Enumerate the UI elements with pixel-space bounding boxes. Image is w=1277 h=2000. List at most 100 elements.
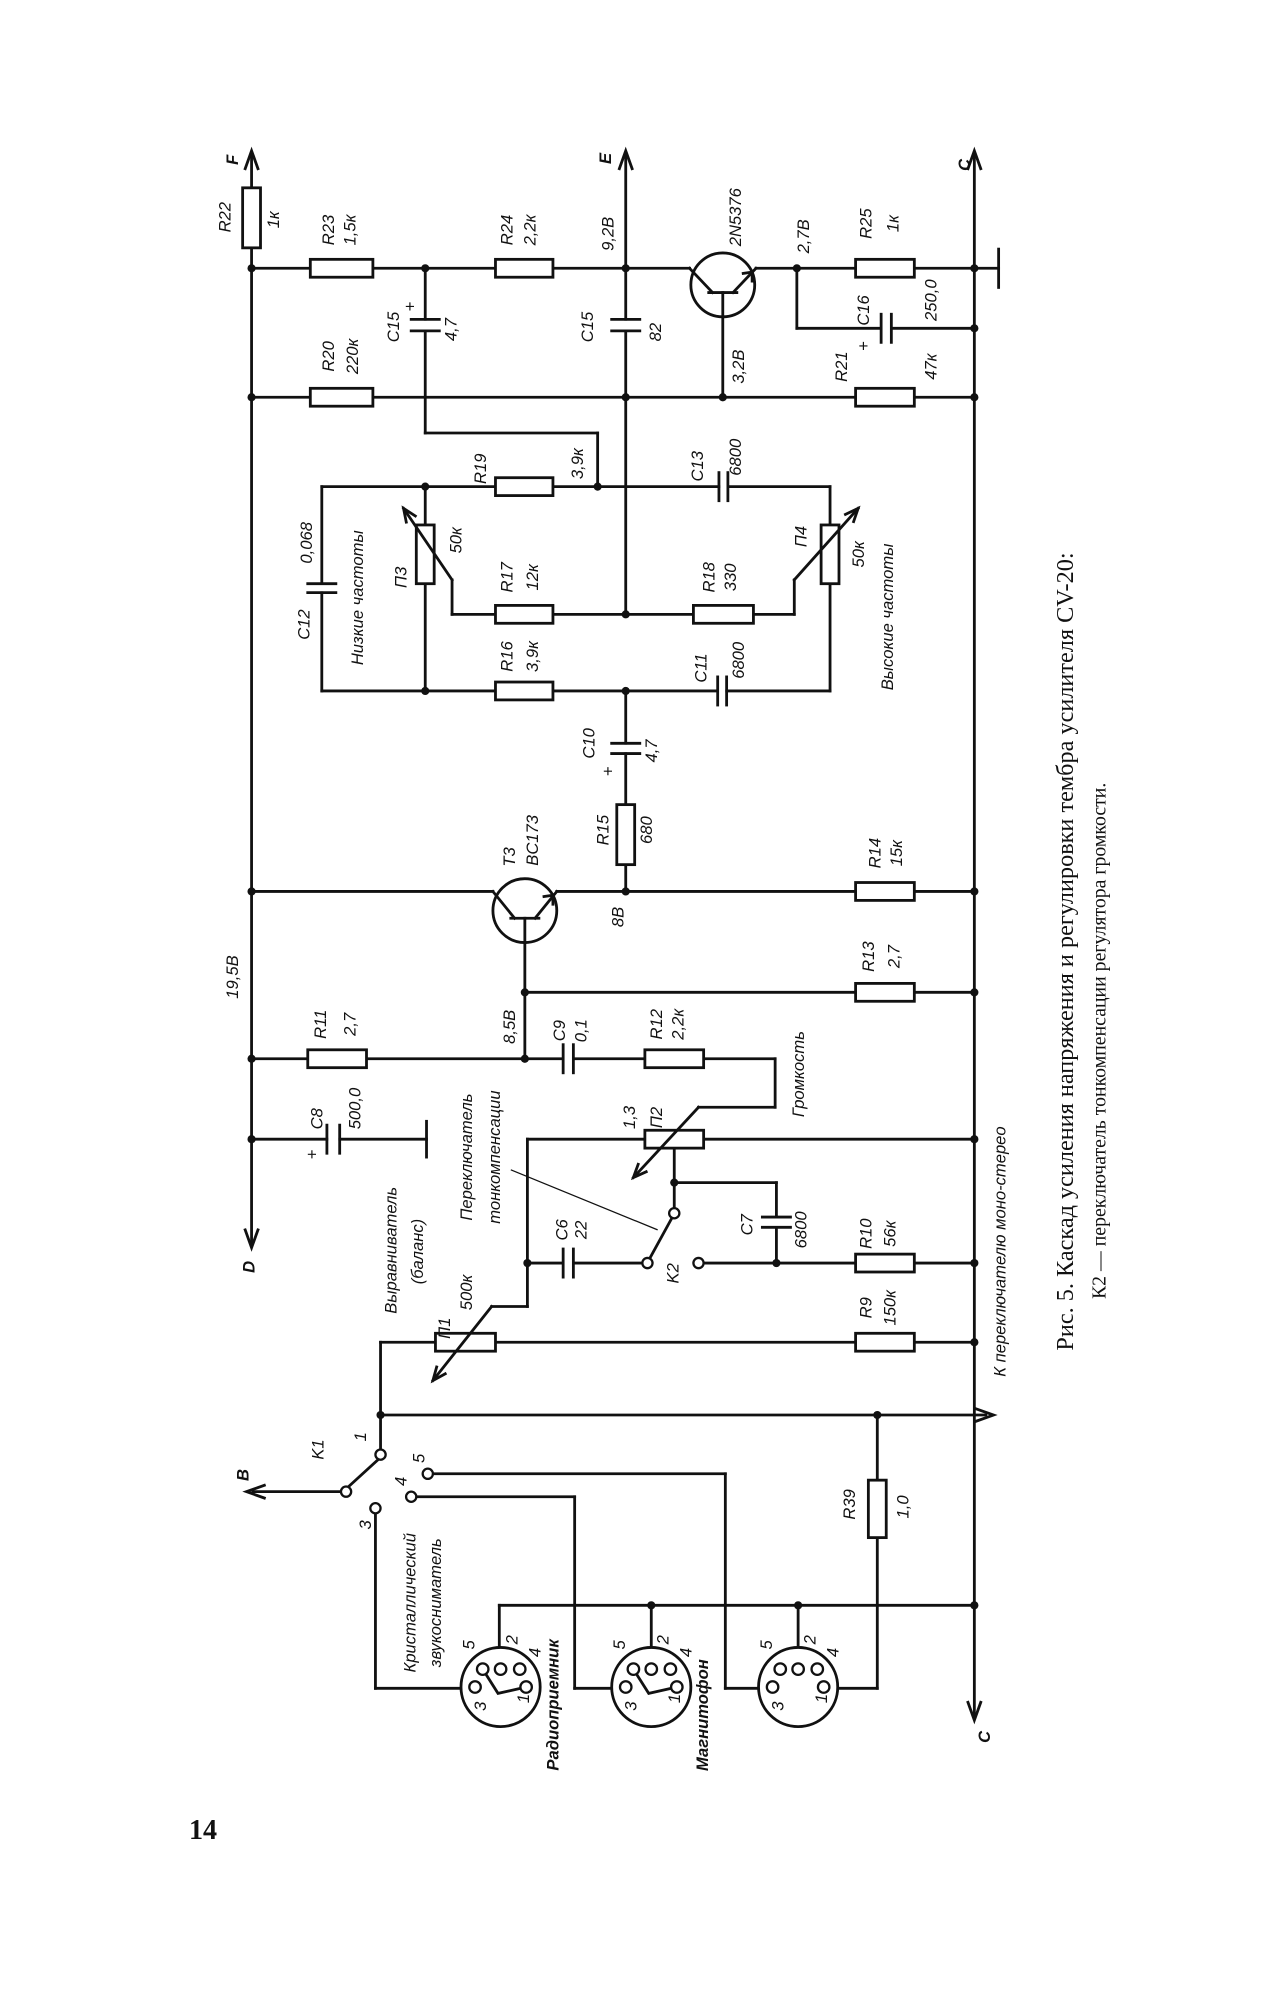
connector-pin <box>669 1680 684 1694</box>
connector-pin <box>493 1662 508 1677</box>
junction-dot <box>523 1258 532 1268</box>
label-voltages-v85: 8,5В <box>500 1010 519 1044</box>
resistor-R13 <box>854 981 916 1003</box>
resistor-R18 <box>692 604 755 625</box>
label-components-R39-value: 1,0 <box>894 1495 913 1519</box>
label-components-C6-value: 22 <box>572 1221 591 1240</box>
label-connector_pins-p3: 3 <box>622 1701 641 1711</box>
label-components-C15b-value: 82 <box>646 323 665 341</box>
junction-dot <box>794 1601 803 1610</box>
label-components-C7-value: 6800 <box>791 1211 810 1249</box>
label-annotations-loudness_2: тонкомпенсации <box>485 1090 504 1223</box>
resistor-R16 <box>494 680 555 702</box>
switch-contact <box>369 1501 382 1515</box>
label-components-C12-ref: C12 <box>295 609 314 639</box>
terminal-c-arrow-icon <box>966 146 983 171</box>
connector-pin <box>810 1662 825 1677</box>
label-caption-note: К2 — переключатель тонкомпенсации регуля… <box>1088 783 1110 1299</box>
label-switch_contacts-k1_4: 4 <box>392 1477 411 1486</box>
label-annotations-crystal_2: звукосниматель <box>426 1538 445 1668</box>
connector-pin <box>519 1680 534 1694</box>
junction-dot <box>970 887 979 896</box>
label-components-R23-value: 1,5к <box>341 213 360 245</box>
capacitor-gap <box>564 1257 573 1269</box>
connector-pin <box>468 1680 482 1694</box>
capacitor-gap <box>316 584 327 592</box>
switch-K2-arm <box>648 1216 674 1260</box>
label-annotations-mono_stereo: К переключателю моно-стерео <box>991 1126 1010 1376</box>
terminal-d-arrow-icon <box>243 1228 260 1252</box>
label-components-R22-value: 1к <box>264 210 283 228</box>
junction-dot <box>520 988 529 997</box>
label-components-C6-ref: C6 <box>553 1218 572 1240</box>
circuit-geometry <box>241 146 1001 1729</box>
terminal-e-arrow-icon <box>617 146 634 171</box>
junction-dot <box>593 482 602 491</box>
label-connector_pins-p1: 1 <box>812 1694 831 1703</box>
junction-dot <box>621 686 630 696</box>
junction-dot <box>621 264 630 273</box>
connector-pin <box>773 1662 788 1677</box>
mono-stereo-arrow-icon <box>973 1406 998 1424</box>
transistor-T3-emitter-arrow-icon <box>542 893 555 906</box>
label-annotations-loudness_1: Переключатель <box>457 1094 476 1221</box>
junction-dot <box>376 1410 385 1420</box>
label-components-R23-ref: R23 <box>319 214 338 245</box>
resistor-P1 <box>434 1331 497 1353</box>
terminal-f-arrow-icon <box>243 146 260 171</box>
label-components-C12-value: 0,068 <box>297 521 316 563</box>
label-components-C16-ref: C16 <box>854 294 873 325</box>
label-components-C16-value: 250,0 <box>922 279 941 322</box>
switch-contact <box>421 1467 435 1481</box>
label-components-R16-ref: R16 <box>498 641 517 672</box>
connector-pin <box>626 1662 641 1677</box>
leader-line <box>510 1169 658 1231</box>
label-switch_contacts-k1_5: 5 <box>410 1453 429 1463</box>
label-components-T4-value: 2N5376 <box>726 187 745 247</box>
junction-dot <box>792 264 801 273</box>
capacitor-gap <box>771 1218 782 1227</box>
connector-pin <box>663 1662 678 1677</box>
label-connector_pins-p1: 1 <box>665 1694 684 1703</box>
junction-dot <box>621 393 630 402</box>
label-components-C8-ref: C8 <box>307 1107 326 1129</box>
label-components-C15a-value: 4,7 <box>441 317 460 341</box>
label-polarity: + <box>599 766 618 776</box>
junction-dot <box>670 1178 679 1187</box>
junction-dot <box>970 324 979 333</box>
junction-dot <box>247 264 256 273</box>
label-components-R24-ref: R24 <box>498 215 517 245</box>
label-components-R10-ref: R10 <box>856 1218 875 1249</box>
junction-dot <box>970 1338 979 1347</box>
label-components-C15b-ref: C15 <box>578 311 597 342</box>
capacitor-gap <box>718 685 726 697</box>
switch-contact <box>641 1256 654 1270</box>
label-connector_pins-p3: 3 <box>471 1701 490 1711</box>
label-components-R9-ref: R9 <box>856 1297 875 1318</box>
label-annotations-radio: Радиоприемник <box>544 1638 563 1771</box>
label-components-R17-value: 12к <box>523 563 542 590</box>
junction-dot <box>970 1258 979 1268</box>
capacitor-gap <box>564 1053 573 1064</box>
label-components-C9-value: 0,1 <box>572 1019 591 1042</box>
label-components-C13-value: 6800 <box>726 438 745 476</box>
label-components-R25-ref: R25 <box>856 208 875 239</box>
connector-jumper <box>631 1667 679 1696</box>
label-switch_contacts-k1_1: 1 <box>351 1432 370 1441</box>
label-components-R14-ref: R14 <box>865 838 884 868</box>
capacitor-gap <box>328 1134 339 1145</box>
label-components-R13-value: 2,7 <box>885 944 904 969</box>
transistor-2N5376-emitter-arrow-icon <box>741 270 754 283</box>
potentiometer-P3-wiper <box>401 506 455 582</box>
switch-contact <box>404 1490 418 1504</box>
junction-dot <box>970 393 979 402</box>
label-components-R18-value: 330 <box>721 563 740 591</box>
label-components-C15a-ref: C15 <box>384 311 403 342</box>
junction-dot <box>247 1135 256 1144</box>
junction-dot <box>873 1410 882 1420</box>
resistor-P2 <box>643 1128 706 1150</box>
label-components-R22-ref: R22 <box>215 202 234 232</box>
label-components-T3-ref: T3 <box>500 847 519 867</box>
